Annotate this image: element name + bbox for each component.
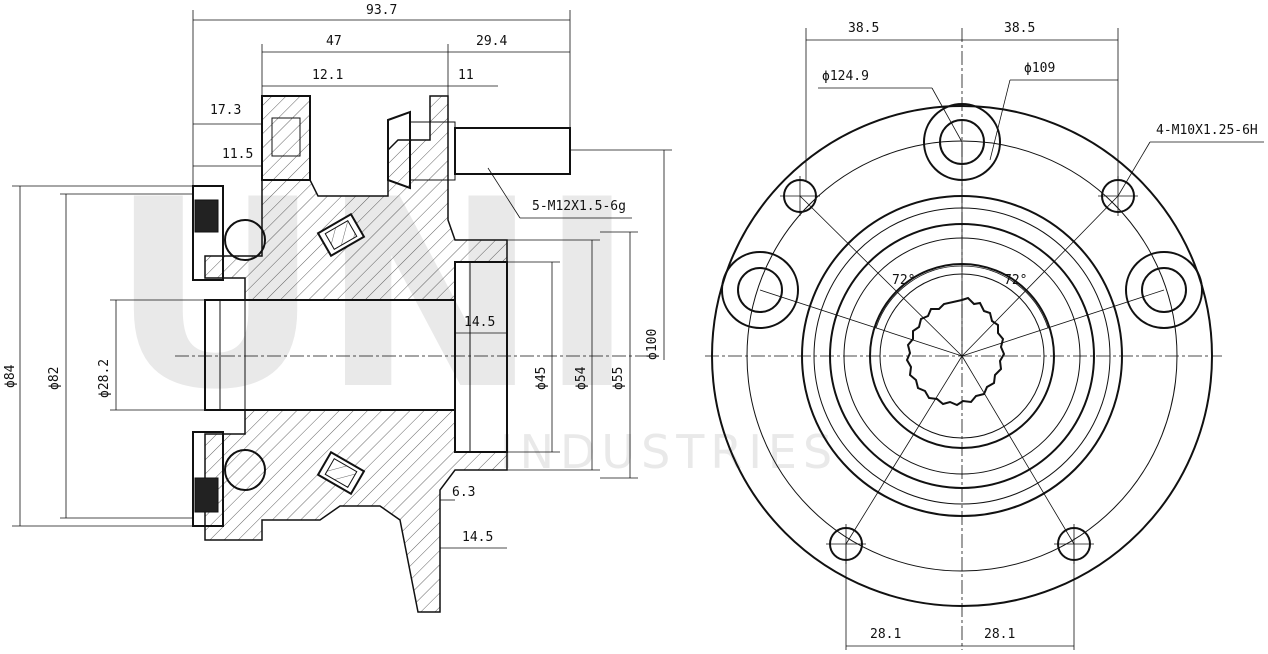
dim-14-5-bot: 14.5 [462,530,493,545]
dim-47: 47 [326,34,342,49]
dim-11: 11 [458,68,474,83]
dim-phi124-9: ϕ124.9 [822,69,869,84]
dim-phi84: ϕ84 [3,364,18,388]
angle-72-left: 72° [892,273,915,288]
leader-phi124 [931,87,963,143]
dim-phi109: ϕ109 [1024,61,1055,76]
angle-arc-right [961,265,1049,329]
dim-6-3: 6.3 [452,485,475,500]
seal-lower [194,477,219,513]
leader-bolt [1117,141,1151,197]
dim-phi28-2: ϕ28.2 [97,359,112,398]
flange-outer-circle [711,105,1213,607]
dim-14-5-top: 14.5 [464,315,495,330]
dim-29-4: 29.4 [476,34,507,49]
dim-93-7: 93.7 [366,3,397,18]
front-view: 72° 72° 38.5 38.5 ϕ124.9 ϕ109 4-M10X1.25… [705,21,1264,650]
dim-phi100: ϕ100 [645,329,660,360]
dim-28-1-left: 28.1 [870,627,901,642]
ball-lower-left [224,449,266,491]
stud-spec: 5-M12X1.5-6g [532,199,626,214]
angle-72-right: 72° [1004,273,1027,288]
roller-lower-right-fill [324,458,358,488]
angle-arc-left [875,265,963,329]
side-section-view: 93.7 47 29.4 12.1 11 17.3 11.5 5-M12X1.5… [3,3,672,613]
stud-boss-lower-left [800,490,876,566]
bolt-pcd-circle [746,140,1178,572]
dim-phi55: ϕ55 [611,367,626,390]
dim-38-5-right: 38.5 [1004,21,1035,36]
stud-head [387,110,411,190]
dim-12-1: 12.1 [312,68,343,83]
roller-upper-right-fill [324,220,358,250]
dim-phi54: ϕ54 [574,366,589,390]
dim-17-3: 17.3 [210,103,241,118]
flange-upper [261,95,311,181]
outer-race-lower [192,431,224,527]
dim-phi45: ϕ45 [534,367,549,390]
dim-11-5: 11.5 [222,147,253,162]
flange-hole-upper [271,117,301,157]
angle-radials [759,142,1165,545]
m10-crosses [780,176,1138,564]
bolt-spec: 4-M10X1.25-6H [1156,123,1258,138]
pilot-ring [454,261,508,453]
ball-upper-left [224,219,266,261]
leader-stud [487,167,521,219]
seal-upper [194,199,219,233]
dim-28-1-right: 28.1 [984,627,1015,642]
dim-38-5-left: 38.5 [848,21,879,36]
stud-boss-left [721,251,799,329]
hub-body-upper [204,95,508,301]
dim-phi82: ϕ82 [47,367,62,390]
stud-boss-right [1125,251,1203,329]
spline-bore [905,296,1006,407]
leader-phi109 [989,79,1011,161]
outer-race-upper [192,185,224,281]
